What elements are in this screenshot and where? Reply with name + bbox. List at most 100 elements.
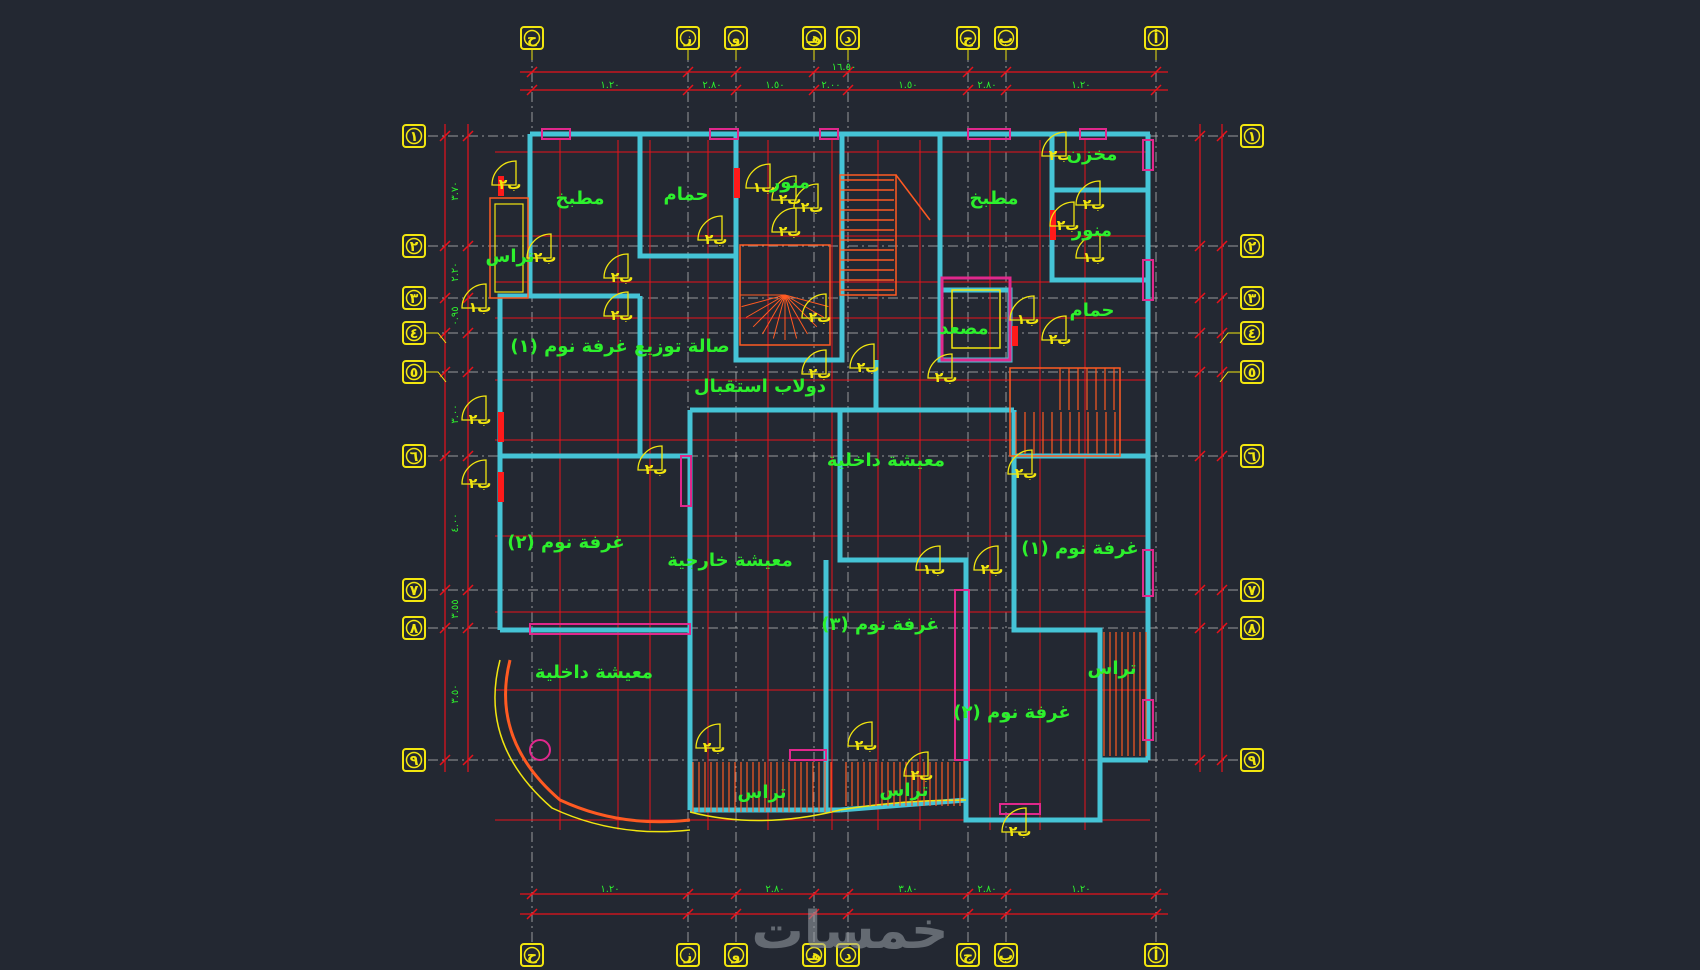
door-swing <box>603 291 629 317</box>
spiral-tread <box>784 294 818 328</box>
door-swing <box>1007 449 1033 475</box>
door-tag: ب٢ <box>469 412 492 428</box>
room-label: صالة توزيع غرفة نوم (١) <box>510 336 729 357</box>
door-tag: ب١ <box>923 562 946 578</box>
dimension-tick <box>439 450 451 462</box>
dimension-tick <box>730 908 742 920</box>
door-tag: ب٢ <box>1049 332 1072 348</box>
dimension-tick <box>842 66 854 78</box>
room-label: معيشة داخلية <box>535 662 653 683</box>
door-swing <box>927 353 953 379</box>
dimension-tick <box>462 584 474 596</box>
opening-marker <box>498 176 504 196</box>
door-tag: ب١ <box>753 180 776 196</box>
room-label: تراس <box>738 782 787 803</box>
door-tag: ب٢ <box>1083 197 1106 213</box>
door-swing <box>526 233 552 259</box>
grid-bubble-right: ٥ <box>1248 365 1257 381</box>
grid-bubble-bottom: ج <box>963 948 974 964</box>
grid-bubble-right-ring <box>1243 127 1261 145</box>
grid-bubble-right: ٦ <box>1248 449 1257 465</box>
grid-bubble-right-ring <box>1243 447 1261 465</box>
dimension-tick <box>842 908 854 920</box>
dimension-tick <box>1194 292 1206 304</box>
dimension-top-segment: ١.٢٠ <box>600 80 619 91</box>
grid-bubble-top-ring <box>839 29 857 47</box>
grid-bubble-right-ring <box>1243 619 1261 637</box>
grid-bubble-bottom-ring <box>727 946 745 964</box>
grid-bubble-left: ٨ <box>410 621 419 637</box>
dimension-tick <box>962 84 974 96</box>
dimension-tick <box>1000 66 1012 78</box>
grid-bubble-bottom: أ <box>1154 946 1159 964</box>
door-swing <box>461 283 487 309</box>
spiral-tread <box>784 294 829 308</box>
grid-bubble-top: ج <box>963 31 974 47</box>
terrace-left-rail <box>494 203 524 293</box>
dimension-tick <box>1194 366 1206 378</box>
door-tag: ب٢ <box>779 224 802 240</box>
dimension-tick <box>1194 130 1206 142</box>
grid-bubble-bottom: هـ <box>806 948 822 964</box>
door-swing <box>771 175 797 201</box>
room-label: دولاب استقبال <box>694 376 826 397</box>
door-tag: ب٢ <box>705 232 728 248</box>
grid-bubble-right: ٣ <box>1248 291 1257 307</box>
grid-bubble-right: ٩ <box>1248 753 1257 769</box>
window-horizontal <box>967 128 1011 140</box>
dimension-tick <box>808 84 820 96</box>
door-tag: ب٢ <box>1015 466 1038 482</box>
wall <box>839 797 967 813</box>
grid-bubble-right: ٤ <box>1248 326 1257 342</box>
grid-bubble-left: ٩ <box>410 753 419 769</box>
grid-bubble-left-ring <box>405 237 423 255</box>
door-tag: ب٢ <box>469 476 492 492</box>
dimension-tick <box>526 888 538 900</box>
dimension-tick <box>439 622 451 634</box>
window-vertical <box>680 455 692 507</box>
grid-bubble-bottom-ring <box>997 946 1015 964</box>
grid-bubble-bottom-ring <box>805 946 823 964</box>
wall <box>733 134 845 363</box>
door-tag: ب٢ <box>1009 824 1032 840</box>
spiral-tread <box>772 294 786 339</box>
grid-bubble-top-ring <box>805 29 823 47</box>
grid-bubble-left: ٢ <box>410 239 419 255</box>
grid-bubble-top: ح <box>527 31 538 47</box>
dimension-bottom-segment: ٢.٨٠ <box>977 884 996 895</box>
room-label: تراس <box>1088 658 1137 679</box>
door-tag: ب٢ <box>801 200 824 216</box>
door-swing <box>491 160 517 186</box>
grid-bubble-bottom: و <box>731 948 741 964</box>
room-label: غرفة نوم (١) <box>1021 538 1138 559</box>
windows <box>498 128 1154 815</box>
dimension-tick <box>808 66 820 78</box>
window-vertical <box>1142 549 1154 597</box>
dimension-tick <box>1216 240 1228 252</box>
room-label: حمام <box>1070 300 1115 321</box>
grid-bubble-right: ٧ <box>1248 583 1257 599</box>
opening-marker <box>498 412 504 442</box>
spiral-tread <box>741 294 786 308</box>
door-swing <box>695 723 721 749</box>
dimension-tick <box>808 908 820 920</box>
grid-bubble-top-ring <box>1147 29 1165 47</box>
bubble-leader <box>425 371 447 383</box>
dimension-tick <box>439 754 451 766</box>
grid-bubble-left: ٧ <box>410 583 419 599</box>
dimension-tick <box>462 754 474 766</box>
door-tag: ب١ <box>469 300 492 316</box>
room-label: غرفة نوم (٣) <box>821 614 938 635</box>
dimension-tick <box>730 84 742 96</box>
dimension-side-segment: ٣.٥٥ <box>450 599 461 618</box>
dimension-side-segment: ٣.٥٠ <box>450 684 461 703</box>
door-tag: ب٢ <box>779 192 802 208</box>
dimension-tick <box>1216 292 1228 304</box>
door-tag: ب٢ <box>1049 148 1072 164</box>
room-label: غرفة نوم (٢) <box>953 702 1070 723</box>
opening-marker <box>498 472 504 502</box>
dimension-tick <box>682 888 694 900</box>
dimension-tick <box>1194 240 1206 252</box>
dimension-tick <box>439 130 451 142</box>
